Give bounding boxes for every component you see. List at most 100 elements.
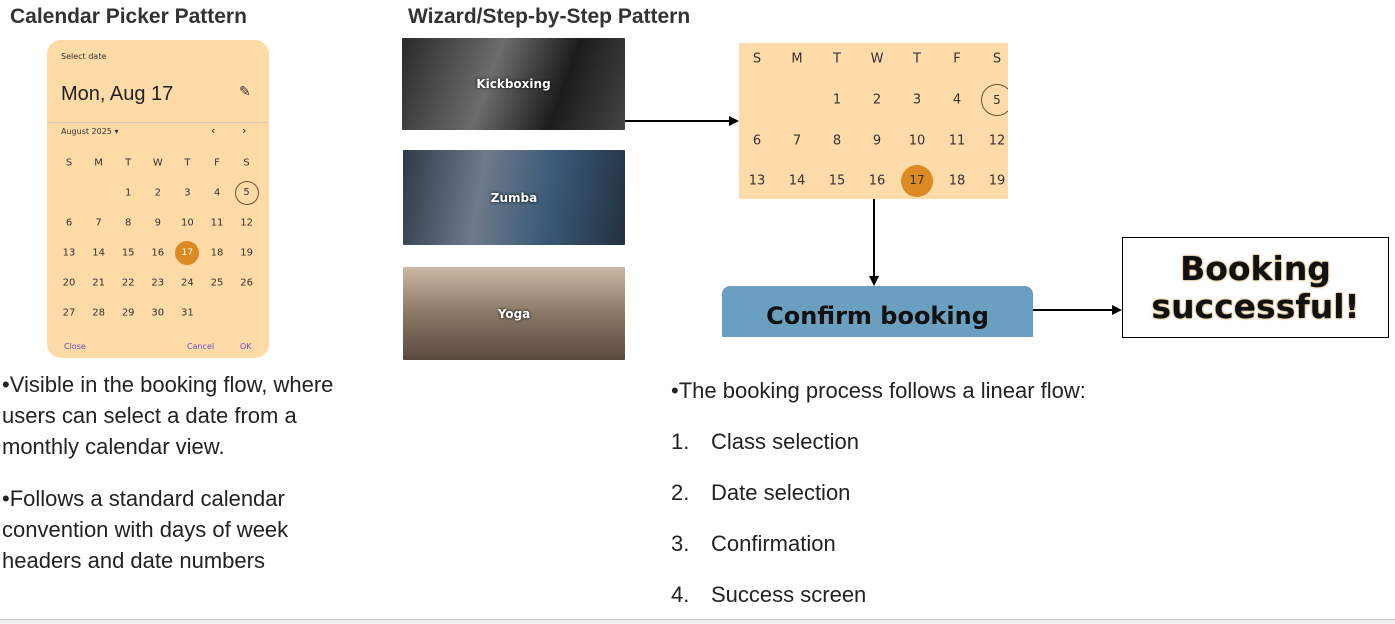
day-cell[interactable]: 15: [828, 173, 846, 189]
day-cell[interactable]: 7: [792, 133, 802, 148]
day-cell[interactable]: 13: [748, 173, 766, 189]
selected-date: Mon, Aug 17: [61, 83, 174, 105]
class-label: Kickboxing: [476, 77, 551, 91]
day-cell[interactable]: 21: [92, 277, 105, 289]
step-label: Confirmation: [711, 531, 836, 556]
arrowhead-icon: [1112, 305, 1122, 315]
day-cell[interactable]: 10: [908, 133, 926, 148]
weekday-header: T: [125, 157, 132, 169]
day-cell[interactable]: 14: [92, 247, 105, 259]
day-cell[interactable]: 16: [868, 173, 886, 189]
arrowhead-icon: [869, 276, 879, 286]
flow-intro: •The booking process follows a linear fl…: [671, 378, 1086, 403]
arrow-date-to-confirm: [873, 199, 875, 277]
weekday-header: T: [184, 157, 191, 169]
day-cell[interactable]: 16: [151, 247, 165, 259]
edit-pencil-icon[interactable]: ✎: [239, 84, 251, 100]
date-picker-card: Select date Mon, Aug 17 ✎ August 2025 ▾ …: [47, 40, 269, 358]
class-yoga[interactable]: Yoga: [403, 267, 625, 360]
day-cell[interactable]: 23: [151, 277, 165, 289]
day-cell[interactable]: 27: [62, 307, 76, 319]
day-cell[interactable]: 7: [95, 217, 102, 229]
wizard-pattern-title: Wizard/Step-by-Step Pattern: [408, 5, 691, 28]
day-cell[interactable]: 1: [832, 92, 842, 108]
weekday-header: F: [953, 51, 961, 67]
step-label: Class selection: [711, 429, 859, 454]
step-label: Date selection: [711, 480, 851, 505]
class-kickboxing[interactable]: Kickboxing: [402, 38, 625, 130]
day-cell[interactable]: 28: [92, 307, 105, 319]
weekday-header: F: [214, 157, 220, 169]
month-selector[interactable]: August 2025 ▾: [61, 127, 119, 136]
day-cell[interactable]: 8: [125, 217, 132, 229]
day-cell[interactable]: 12: [240, 217, 253, 229]
day-cell[interactable]: 26: [240, 277, 253, 289]
day-cell[interactable]: 29: [121, 307, 135, 319]
day-cell[interactable]: 6: [752, 133, 762, 148]
arrowhead-icon: [729, 116, 739, 126]
day-cell[interactable]: 30: [151, 307, 165, 319]
day-cell[interactable]: 17: [901, 165, 933, 197]
day-cell[interactable]: 3: [184, 187, 191, 199]
day-cell[interactable]: 15: [121, 247, 135, 259]
day-cell[interactable]: 18: [948, 173, 966, 189]
step-number: 1.: [671, 429, 690, 454]
day-cell[interactable]: 12: [988, 133, 1006, 148]
day-cell[interactable]: 9: [154, 217, 161, 229]
calendar-pattern-title: Calendar Picker Pattern: [10, 5, 247, 28]
step-number: 4.: [671, 582, 690, 607]
day-cell[interactable]: 6: [65, 217, 73, 229]
weekday-header: T: [833, 51, 841, 67]
arrow-confirm-to-success: [1033, 309, 1113, 311]
day-cell[interactable]: 2: [872, 92, 882, 108]
cancel-button[interactable]: Cancel: [187, 342, 215, 351]
weekday-header: S: [992, 51, 1002, 67]
weekday-header: M: [791, 51, 803, 67]
prev-month-icon[interactable]: ‹: [211, 124, 216, 137]
day-cell[interactable]: 25: [210, 277, 224, 289]
ok-button[interactable]: OK: [240, 342, 252, 351]
step-label: Success screen: [711, 582, 867, 607]
class-zumba[interactable]: Zumba: [403, 150, 625, 245]
divider: [47, 122, 269, 123]
day-cell[interactable]: 20: [62, 277, 76, 289]
day-cell[interactable]: 18: [210, 247, 224, 259]
day-cell[interactable]: 3: [912, 92, 922, 108]
day-cell[interactable]: 2: [154, 187, 161, 199]
day-cell[interactable]: 17: [175, 241, 200, 265]
weekday-header: M: [94, 157, 103, 169]
bullet-2: •Follows a standard calendar convention …: [2, 486, 289, 573]
weekday-header: S: [65, 157, 73, 169]
close-button[interactable]: Close: [64, 342, 86, 351]
day-cell[interactable]: 10: [181, 217, 194, 229]
day-cell[interactable]: 8: [832, 133, 842, 148]
day-cell[interactable]: 5: [234, 181, 259, 205]
day-cell[interactable]: 19: [240, 247, 253, 259]
class-label: Zumba: [490, 190, 538, 205]
success-message: Booking successful!: [1122, 237, 1389, 338]
day-cell[interactable]: 14: [788, 173, 806, 189]
picker-label: Select date: [61, 52, 107, 61]
weekday-header: T: [913, 51, 921, 67]
month-label: August 2025: [61, 127, 112, 136]
day-cell[interactable]: 4: [213, 187, 221, 199]
weekday-header: W: [870, 51, 884, 67]
day-cell[interactable]: 24: [181, 277, 194, 289]
weekday-header: S: [243, 157, 250, 169]
bullet-1: •Visible in the booking flow, where user…: [2, 372, 334, 459]
day-cell[interactable]: 22: [121, 277, 135, 289]
day-cell[interactable]: 11: [210, 217, 224, 229]
confirm-booking-button[interactable]: Confirm booking: [722, 286, 1033, 337]
day-cell[interactable]: 19: [988, 173, 1006, 189]
day-cell[interactable]: 11: [948, 133, 966, 148]
weekday-header: W: [152, 157, 163, 169]
day-cell[interactable]: 5: [981, 84, 1008, 116]
day-cell[interactable]: 31: [181, 307, 194, 319]
day-cell[interactable]: 1: [125, 187, 132, 199]
next-month-icon[interactable]: ›: [242, 124, 247, 137]
class-label: Yoga: [497, 306, 531, 321]
day-cell[interactable]: 9: [872, 133, 882, 148]
day-cell[interactable]: 13: [62, 247, 76, 259]
day-cell[interactable]: 4: [952, 92, 962, 108]
